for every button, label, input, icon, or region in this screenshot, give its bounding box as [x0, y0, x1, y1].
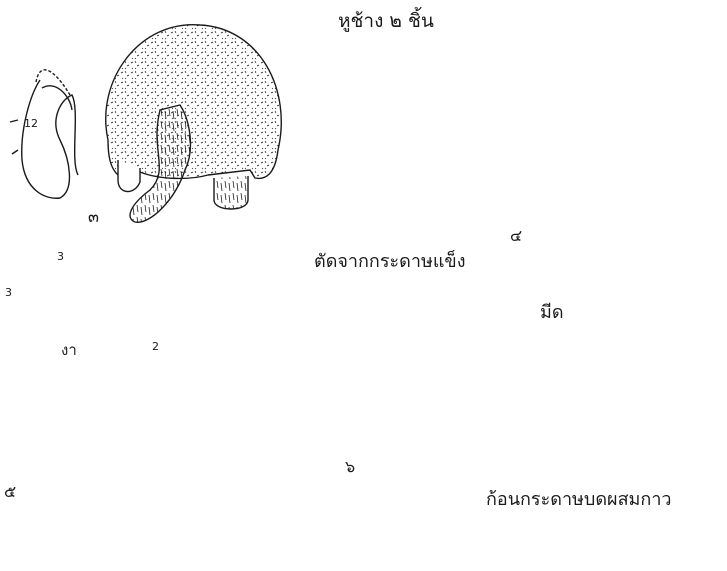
ear-pieces-label: หูช้าง ๒ ชิ้น — [338, 6, 434, 36]
trunk-length-dimension: 12 — [24, 117, 38, 130]
tusk-height-dimension: 3 — [5, 286, 12, 299]
cut-cardboard-label: ตัดจากกระดาษแข็ง — [314, 246, 466, 275]
step3-trunk-sketch — [10, 70, 78, 198]
tusk-width-dimension: 3 — [57, 250, 64, 263]
paper-mache-label: ก้อนกระดาษบดผสมกาว — [486, 484, 672, 513]
step-number-3: ๓ — [88, 205, 99, 230]
tusk-label: งา — [61, 338, 77, 362]
step-number-4: ๔ — [510, 224, 522, 249]
knife-label: มีด — [540, 297, 564, 326]
step-number-5: ๕ — [4, 480, 16, 505]
step3-elephant-head — [106, 25, 282, 223]
tusk-tip-dimension: 2 — [152, 340, 159, 353]
step-number-6: ๖ — [345, 455, 355, 480]
